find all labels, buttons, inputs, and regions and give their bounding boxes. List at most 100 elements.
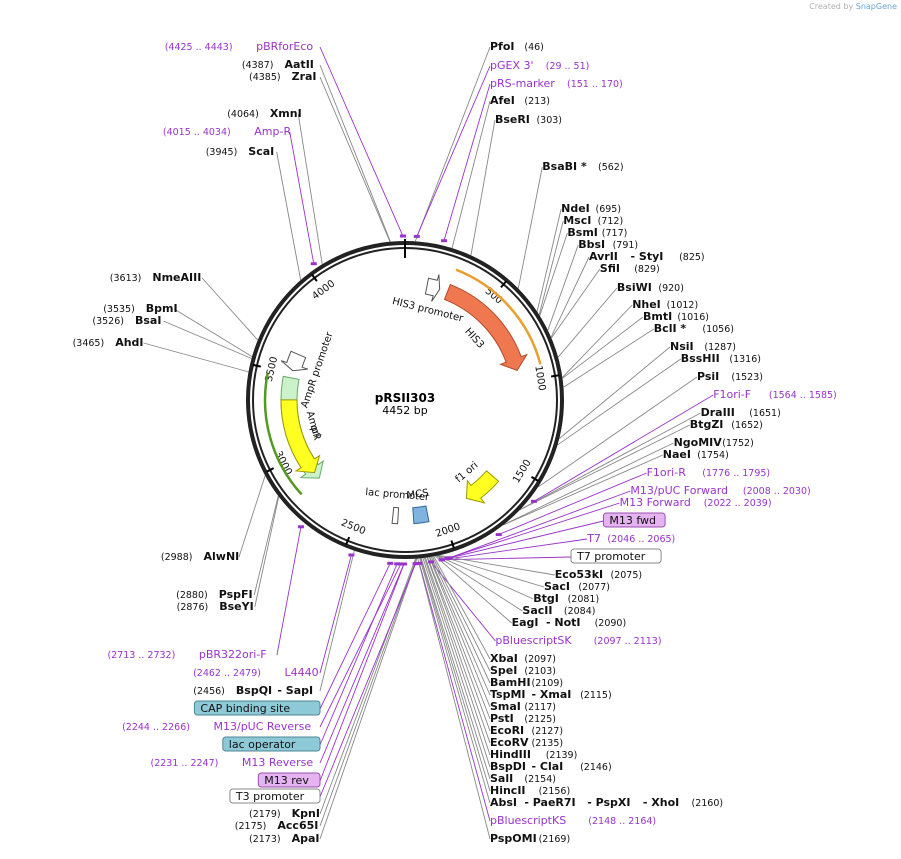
label-f1ori-r-1776-1795[interactable]: F1ori-R(1776 .. 1795)	[647, 466, 771, 479]
label-lac-operator[interactable]: lac operator	[222, 736, 321, 752]
label-m13-forward-2022-2039[interactable]: M13 Forward (2022 .. 2039)	[620, 496, 772, 509]
label-m13-rev[interactable]: M13 rev	[257, 772, 321, 788]
label-2175-acc65i[interactable]: (2175)Acc65I	[235, 819, 319, 832]
label-afei-213[interactable]: AfeI(213)	[490, 94, 550, 107]
label-2462-2479-l4440[interactable]: (2462 .. 2479)L4440	[193, 666, 319, 679]
label-2231-2247-m13-reverse[interactable]: (2231 .. 2247)M13 Reverse	[151, 756, 314, 769]
label-t3-promoter[interactable]: T3 promoter	[229, 788, 321, 804]
label-sacii-2084[interactable]: SacII(2084)	[522, 604, 595, 617]
feature-his3-promoter[interactable]	[424, 274, 441, 302]
label-psti-2125[interactable]: PstI(2125)	[490, 712, 556, 725]
label-m13-fwd[interactable]: M13 fwd	[602, 512, 666, 528]
label-naei-1754[interactable]: NaeI(1754)	[663, 448, 729, 461]
feature-f1-ori[interactable]	[465, 470, 500, 504]
label-4387-aatii[interactable]: (4387)AatII	[242, 58, 314, 71]
label-2179-kpni[interactable]: (2179)KpnI	[249, 807, 320, 820]
label-bseri-303[interactable]: BseRI(303)	[495, 113, 562, 126]
label-3535-bpmi[interactable]: (3535)BpmI	[103, 302, 177, 315]
label-3945-scai[interactable]: (3945)ScaI	[206, 145, 275, 158]
label-bsshii-1316[interactable]: BssHII(1316)	[681, 352, 761, 365]
label-bsabi-562[interactable]: BsaBI *(562)	[542, 160, 623, 173]
primer-mark	[440, 239, 447, 243]
label-text: M13 Forward	[620, 496, 691, 509]
label-pfoi-46[interactable]: PfoI(46)	[490, 40, 544, 53]
label-bbsi-791[interactable]: BbsI(791)	[578, 238, 638, 251]
feature-his3[interactable]	[443, 283, 528, 371]
leader-line	[254, 496, 280, 608]
feature-ampr-promoter[interactable]	[280, 350, 308, 372]
label-pspomi-2169[interactable]: PspOMI(2169)	[490, 832, 570, 845]
label-eagi-noti-2090[interactable]: EagI- NotI(2090)	[512, 616, 627, 629]
label-ngomiv-1752[interactable]: NgoMIV(1752)	[674, 436, 754, 449]
label-text: (2160)	[692, 798, 724, 809]
label-ecori-2127[interactable]: EcoRI(2127)	[490, 724, 563, 737]
label-sali-2154[interactable]: SalI(2154)	[490, 772, 556, 785]
label-cap-binding-site[interactable]: CAP binding site	[193, 700, 321, 716]
label-smai-2117[interactable]: SmaI(2117)	[490, 700, 556, 713]
label-3613-nmeaiii[interactable]: (3613)NmeAIII	[110, 271, 202, 284]
label-pgex-3-29-51[interactable]: pGEX 3'(29 .. 51)	[490, 59, 589, 72]
label-bamhi-2109[interactable]: BamHI(2109)	[490, 676, 563, 689]
feature-mcs[interactable]	[412, 505, 430, 525]
label-tspmi-xmai-2115[interactable]: TspMI- XmaI(2115)	[490, 688, 612, 701]
label-text: AbsI	[490, 796, 517, 809]
label-bcli-1056[interactable]: BclI *(1056)	[654, 322, 734, 335]
label-prs-marker-151-170[interactable]: pRS-marker(151 .. 170)	[490, 77, 623, 90]
label-draiii-1651[interactable]: DraIII(1651)	[701, 406, 781, 419]
label-btgi-2081[interactable]: BtgI(2081)	[533, 592, 599, 605]
tick-label-4000: 4000	[310, 278, 337, 302]
label-2244-2266-m13-puc-reverse[interactable]: (2244 .. 2266)M13/pUC Reverse	[122, 720, 311, 733]
label-saci-2077[interactable]: SacI(2077)	[544, 580, 610, 593]
label-text: (2022 .. 2039)	[704, 498, 772, 509]
label-2988-alwni[interactable]: (2988)AlwNI	[161, 550, 239, 563]
label-2173-apai[interactable]: (2173)ApaI	[249, 832, 320, 845]
label-text: PfoI	[490, 40, 515, 53]
label-ndei-695[interactable]: NdeI(695)	[561, 202, 621, 215]
leader-line	[319, 558, 416, 815]
label-psii-1523[interactable]: PsiI(1523)	[697, 370, 763, 383]
label-sfii-829[interactable]: SfiI(829)	[600, 262, 660, 275]
label-pbluescriptks-2148-2164[interactable]: pBluescriptKS(2148 .. 2164)	[490, 814, 656, 827]
feature-ori[interactable]	[280, 399, 321, 474]
label-ecorv-2135[interactable]: EcoRV(2135)	[490, 736, 563, 749]
leader-line	[562, 304, 633, 378]
label-text: - XmaI	[532, 688, 572, 701]
label-pbluescriptsk-2097-2113[interactable]: pBluescriptSK(2097 .. 2113)	[495, 634, 661, 647]
label-xbai-2097[interactable]: XbaI(2097)	[490, 652, 556, 665]
label-4064-xmni[interactable]: (4064)XmnI	[227, 107, 301, 120]
label-eco53ki-2075[interactable]: Eco53kI(2075)	[555, 568, 642, 581]
label-bsmi-717[interactable]: BsmI(717)	[567, 226, 627, 239]
label-avrii-styi-825[interactable]: AvrII- StyI(825)	[589, 250, 705, 263]
label-text: (2462 .. 2479)	[193, 668, 261, 679]
label-4015-4034-amp-r[interactable]: (4015 .. 4034)Amp-R	[163, 125, 292, 138]
label-hincii-2156[interactable]: HincII(2156)	[490, 784, 570, 797]
label-text: (829)	[634, 264, 660, 275]
label-nsii-1287[interactable]: NsiI(1287)	[670, 340, 736, 353]
label-4425-4443-pbrforeco[interactable]: (4425 .. 4443)pBRforEco	[165, 40, 314, 53]
label-spei-2103[interactable]: SpeI(2103)	[490, 664, 556, 677]
label-2713-2732-pbr322ori-f[interactable]: (2713 .. 2732)pBR322ori-F	[107, 648, 266, 661]
feature-lac-promoter[interactable]	[391, 506, 400, 525]
label-text: (2125)	[524, 714, 556, 725]
label-msci-712[interactable]: MscI(712)	[563, 214, 623, 227]
feature-label-his3: HIS3	[462, 326, 486, 351]
label-t7-promoter[interactable]: T7 promoter	[570, 548, 662, 564]
label-2876-bseyi[interactable]: (2876)BseYI	[177, 600, 254, 613]
label-2880-pspfi[interactable]: (2880)PspFI	[176, 588, 253, 601]
label-3465-ahdi[interactable]: (3465)AhdI	[73, 336, 144, 349]
label-m13-puc-forward-2008-2030[interactable]: M13/pUC Forward(2008 .. 2030)	[630, 484, 810, 497]
label-hindiii-2139[interactable]: HindIII(2139)	[490, 748, 577, 761]
label-bspdi-clai-2146[interactable]: BspDI- ClaI(2146)	[490, 760, 612, 773]
label-nhei-1012[interactable]: NheI(1012)	[632, 298, 698, 311]
label-2456-bspqi-sapi[interactable]: (2456)BspQI- SapI	[193, 684, 313, 697]
leader-line	[430, 556, 491, 684]
label-bsiwi-920[interactable]: BsiWI(920)	[617, 281, 684, 294]
label-text: (2179)	[249, 809, 281, 820]
label-bmti-1016[interactable]: BmtI(1016)	[643, 310, 709, 323]
label-btgzi-1652[interactable]: BtgZI(1652)	[690, 418, 763, 431]
label-4385-zrai[interactable]: (4385)ZraI	[249, 70, 317, 83]
label-f1ori-f-1564-1585[interactable]: F1ori-F(1564 .. 1585)	[713, 388, 837, 401]
label-t7-2046-2065[interactable]: T7(2046 .. 2065)	[586, 532, 675, 545]
label-absi-paer7i-pspxi-xhoi-2160[interactable]: AbsI- PaeR7I- PspXI- XhoI(2160)	[490, 796, 723, 809]
label-3526-bsai[interactable]: (3526)BsaI	[92, 314, 161, 327]
